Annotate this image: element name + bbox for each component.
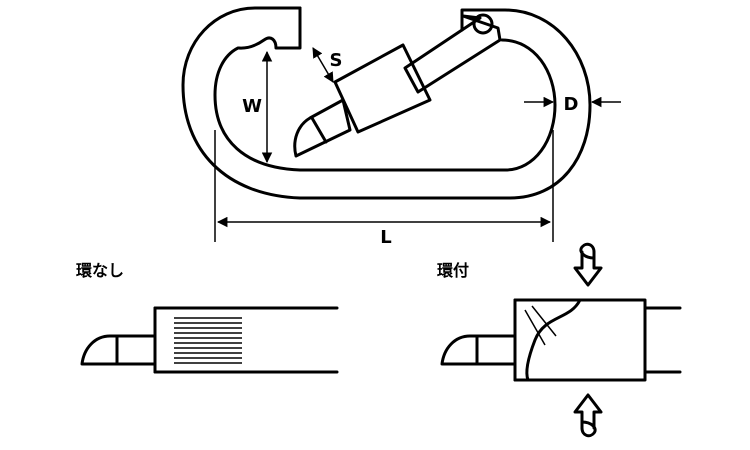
- gate-without-ring: [80, 306, 339, 374]
- label-l: L: [380, 227, 391, 248]
- dimension-s: S: [312, 47, 343, 83]
- dimension-w: W: [242, 50, 273, 164]
- ring-nose-side: [440, 334, 517, 366]
- caption-without-ring: 環なし: [76, 261, 124, 280]
- ring-cutaway: [513, 298, 582, 382]
- gate-bar: [403, 14, 502, 94]
- carabiner-outer-outline: [181, 6, 592, 200]
- label-s: S: [330, 50, 343, 71]
- carabiner-inner-outline: [213, 6, 557, 172]
- dimension-d: D: [524, 94, 621, 115]
- ring-spring-lines: [524, 305, 557, 346]
- caption-with-ring: 環付: [437, 261, 469, 280]
- carabiner-body: [181, 6, 592, 200]
- gate-nose: [293, 98, 352, 158]
- rotate-up-arrow-icon: [573, 393, 603, 438]
- label-w: W: [242, 96, 262, 117]
- label-d: D: [564, 94, 579, 115]
- gate-knurled-sleeve: [333, 43, 432, 134]
- gate-nose-side: [80, 334, 157, 366]
- carabiner-gate: [293, 13, 502, 158]
- gate-pivot-icon: [472, 13, 494, 35]
- gate-groove-lines: [174, 317, 242, 364]
- rotate-down-arrow-icon: [573, 242, 603, 287]
- gate-nose-edge: [310, 116, 328, 144]
- dimension-l: L: [214, 130, 554, 248]
- gate-with-ring: [440, 242, 682, 438]
